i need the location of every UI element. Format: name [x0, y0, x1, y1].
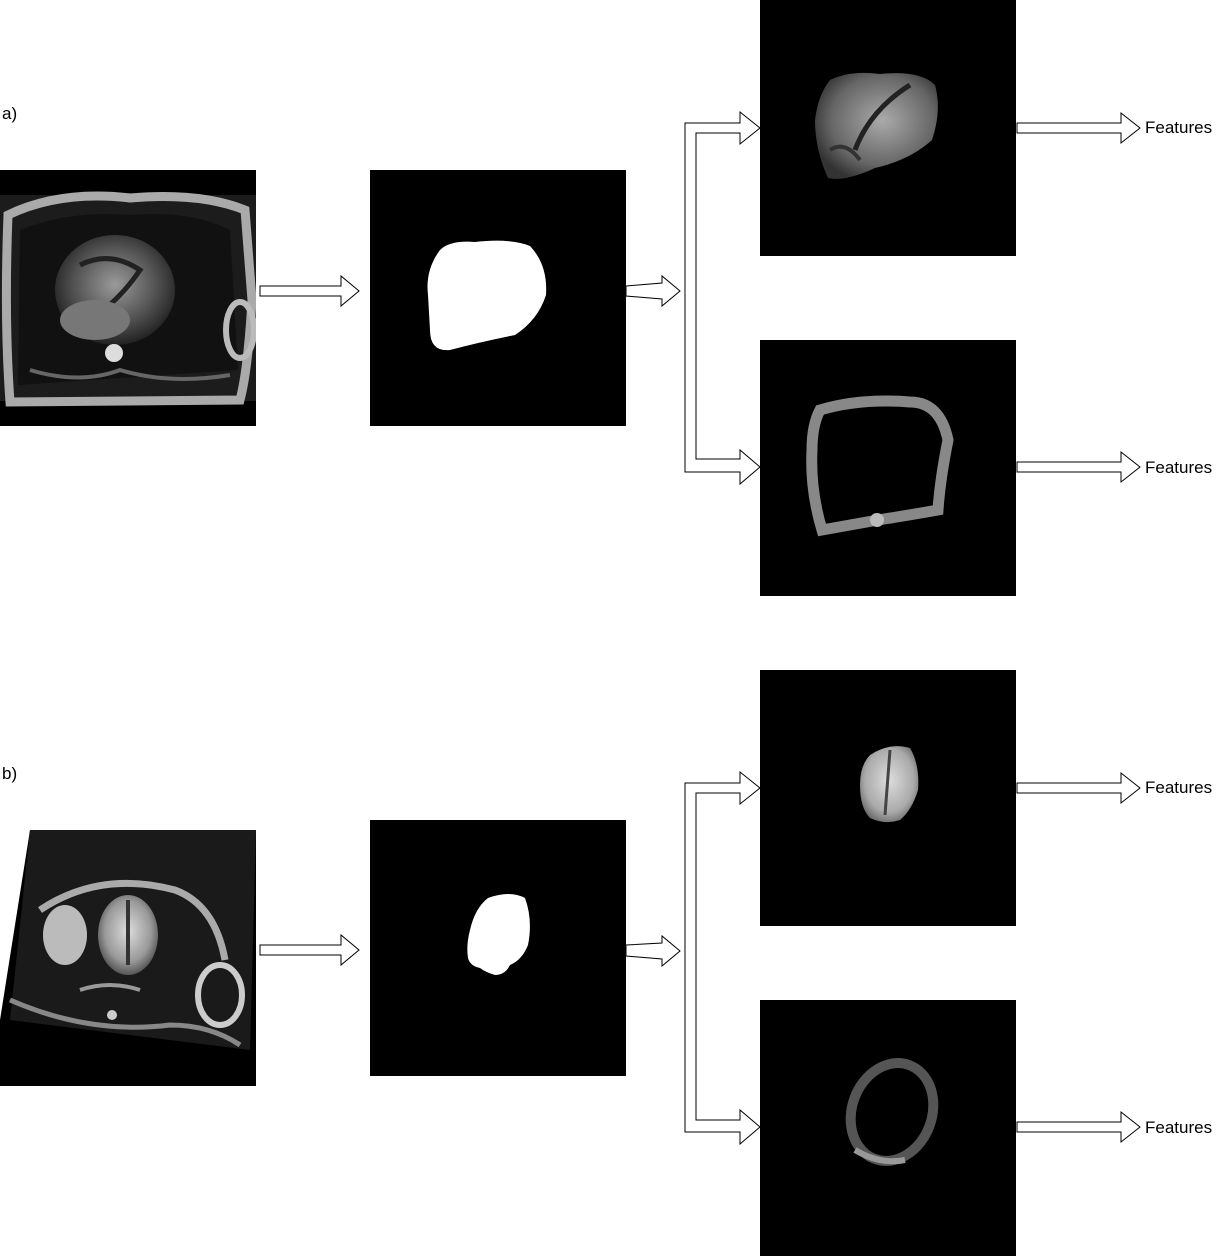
row-a-arrow-to-features-top	[1016, 111, 1141, 145]
row-b-arrow-to-mask	[259, 933, 360, 967]
row-b-cropped-heart-image	[760, 670, 1016, 926]
row-b-arrow-to-features-bottom	[1016, 1110, 1141, 1144]
row-b-features-label-top: Features	[1145, 778, 1213, 797]
row-b-arrow-to-features-top	[1016, 771, 1141, 805]
row-a-arrow-to-mask	[259, 274, 360, 308]
row-a-label: a)	[2, 104, 18, 123]
row-a-arrow-to-fork	[625, 274, 681, 308]
row-a-cropped-heart-image	[760, 0, 1016, 256]
row-a-fork-connector	[684, 110, 761, 486]
row-a-ring-region-image	[760, 340, 1016, 596]
row-a-features-label-top: Features	[1145, 118, 1213, 137]
row-a-segmentation-mask	[370, 170, 626, 426]
row-a-features-label-bottom: Features	[1145, 458, 1213, 477]
row-b-arrow-to-fork	[625, 934, 681, 968]
row-b-label: b)	[2, 764, 18, 783]
row-a-input-mri-image	[0, 170, 256, 426]
row-b-fork-connector	[684, 770, 761, 1146]
row-b-input-mri-image	[0, 830, 256, 1086]
row-b-features-label-bottom: Features	[1145, 1118, 1213, 1137]
row-a-arrow-to-features-bottom	[1016, 450, 1141, 484]
row-b-ring-region-image	[760, 1000, 1016, 1256]
row-b-segmentation-mask	[370, 820, 626, 1076]
